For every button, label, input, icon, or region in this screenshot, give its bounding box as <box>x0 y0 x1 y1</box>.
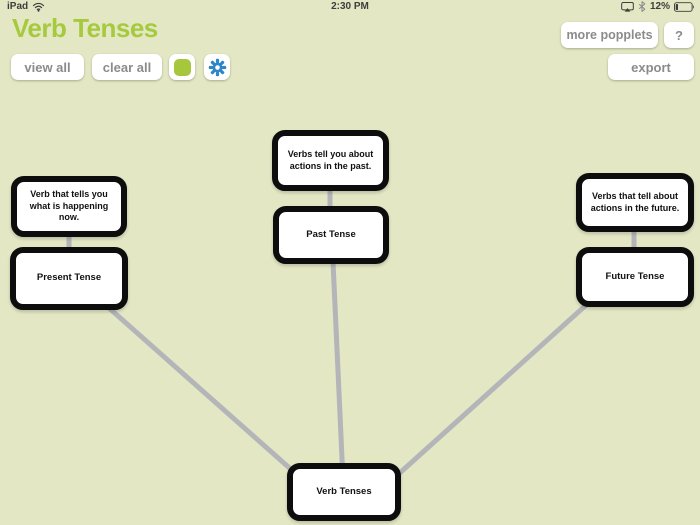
node-label: Verb that tells you what is happening no… <box>29 188 109 223</box>
node-future-tense-description[interactable]: Verbs that tell about actions in the fut… <box>576 173 694 232</box>
color-swatch-button[interactable] <box>169 54 195 80</box>
node-label: Present Tense <box>36 272 102 284</box>
node-label: Verbs that tell about actions in the fut… <box>590 190 680 213</box>
node-label: Past Tense <box>306 228 356 240</box>
battery-percent: 12% <box>649 1 670 12</box>
clock: 2:30 PM <box>331 1 369 12</box>
node-future-tense[interactable]: Future Tense <box>576 247 694 307</box>
more-popplets-button[interactable]: more popplets <box>561 22 658 48</box>
help-button[interactable]: ? <box>664 22 694 48</box>
node-label: Future Tense <box>605 270 665 282</box>
status-left: iPad <box>7 1 45 12</box>
node-label: Verbs tell you about actions in the past… <box>287 148 374 171</box>
bluetooth-icon <box>638 1 646 12</box>
export-button[interactable]: export <box>608 54 694 80</box>
screen-mirroring-icon <box>621 1 634 12</box>
view-all-button[interactable]: view all <box>11 54 84 80</box>
node-present-tense-description[interactable]: Verb that tells you what is happening no… <box>11 176 127 237</box>
node-verb-tenses-root[interactable]: Verb Tenses <box>287 463 401 521</box>
status-right: 12% <box>621 1 695 12</box>
device-label: iPad <box>7 1 29 12</box>
node-label: Verb Tenses <box>316 485 372 497</box>
node-present-tense[interactable]: Present Tense <box>10 247 128 310</box>
settings-button[interactable] <box>204 54 230 80</box>
wifi-icon <box>32 2 45 12</box>
battery-icon <box>674 1 695 12</box>
clear-all-button[interactable]: clear all <box>92 54 162 80</box>
status-bar: iPad 2:30 PM <box>0 0 700 15</box>
gear-icon <box>208 58 227 77</box>
page-title: Verb Tenses <box>12 13 158 43</box>
node-past-tense-description[interactable]: Verbs tell you about actions in the past… <box>272 130 389 191</box>
node-past-tense[interactable]: Past Tense <box>273 206 389 264</box>
color-swatch <box>173 58 191 76</box>
